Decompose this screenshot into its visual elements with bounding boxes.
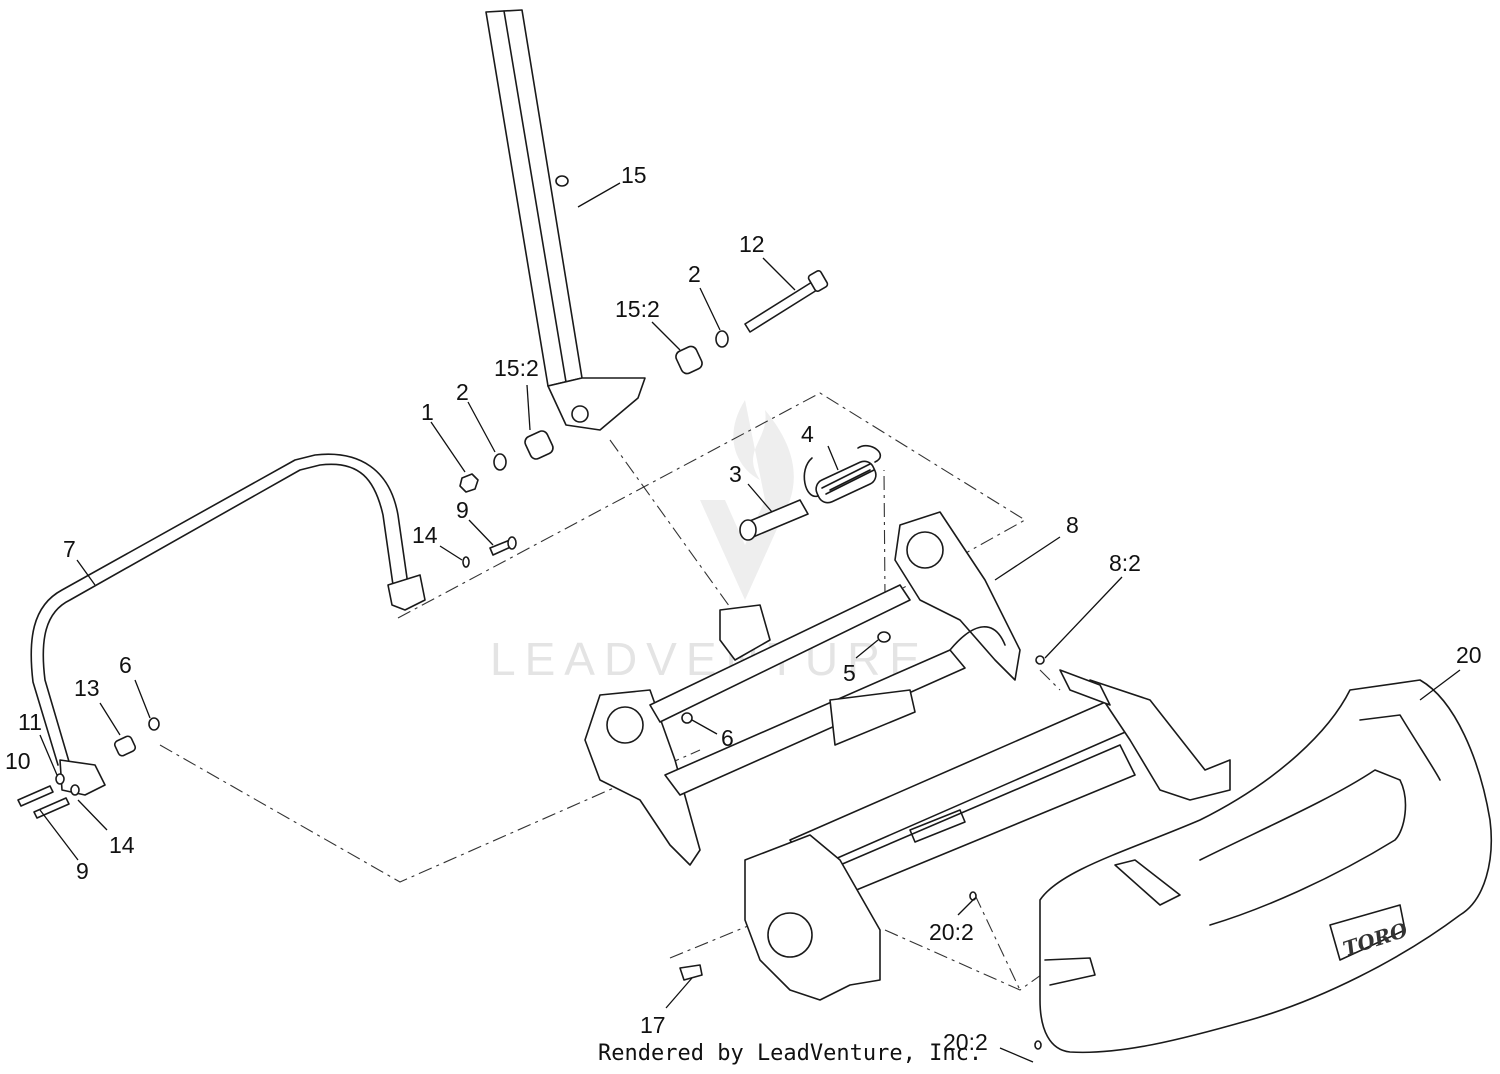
callout-5: 5 bbox=[843, 660, 856, 686]
callout-1: 1 bbox=[421, 399, 434, 425]
leadventure-watermark: LEADVENTURE bbox=[490, 400, 929, 685]
spring-and-pin bbox=[739, 445, 882, 541]
handle-tube bbox=[485, 9, 646, 431]
callout-10: 10 bbox=[5, 748, 31, 774]
callout-9: 9 bbox=[456, 497, 469, 523]
callout-6: 6 bbox=[721, 725, 734, 751]
callout-12: 12 bbox=[739, 231, 765, 257]
assembly-lines bbox=[159, 392, 1061, 991]
callout-labels: 15 12 2 15:2 15:2 2 1 4 3 9 14 7 8 8:2 2… bbox=[5, 162, 1482, 1055]
callout-17: 17 bbox=[640, 1012, 666, 1038]
front-weight: TORO bbox=[1039, 679, 1493, 1054]
watermark-text: LEADVENTURE bbox=[490, 633, 929, 685]
render-credit: Rendered by LeadVenture, Inc. bbox=[598, 1041, 982, 1066]
callout-20-2: 20:2 bbox=[943, 1029, 988, 1055]
frame-assembly bbox=[584, 511, 1021, 866]
handle-bar bbox=[30, 453, 426, 796]
callout-7: 7 bbox=[63, 536, 76, 562]
callout-14: 14 bbox=[109, 832, 135, 858]
reel-assembly bbox=[744, 669, 1231, 1001]
pivot-hardware bbox=[459, 270, 829, 493]
callout-3: 3 bbox=[729, 461, 742, 487]
callout-8: 8 bbox=[1066, 512, 1079, 538]
callout-20: 20 bbox=[1456, 642, 1482, 668]
leader-lines bbox=[39, 182, 1461, 1063]
callout-11: 11 bbox=[18, 709, 42, 735]
callout-20-2: 20:2 bbox=[929, 919, 974, 945]
callout-2: 2 bbox=[688, 261, 701, 287]
callout-14: 14 bbox=[412, 522, 438, 548]
callout-13: 13 bbox=[74, 675, 100, 701]
callout-6: 6 bbox=[119, 652, 132, 678]
bottom-hardware bbox=[679, 655, 1045, 1050]
callout-2: 2 bbox=[456, 379, 469, 405]
callout-15: 15 bbox=[621, 162, 647, 188]
callout-4: 4 bbox=[801, 421, 814, 447]
callout-8-2: 8:2 bbox=[1109, 550, 1141, 576]
callout-15-2: 15:2 bbox=[615, 296, 660, 322]
callout-15-2: 15:2 bbox=[494, 355, 539, 381]
callout-9: 9 bbox=[76, 858, 89, 884]
